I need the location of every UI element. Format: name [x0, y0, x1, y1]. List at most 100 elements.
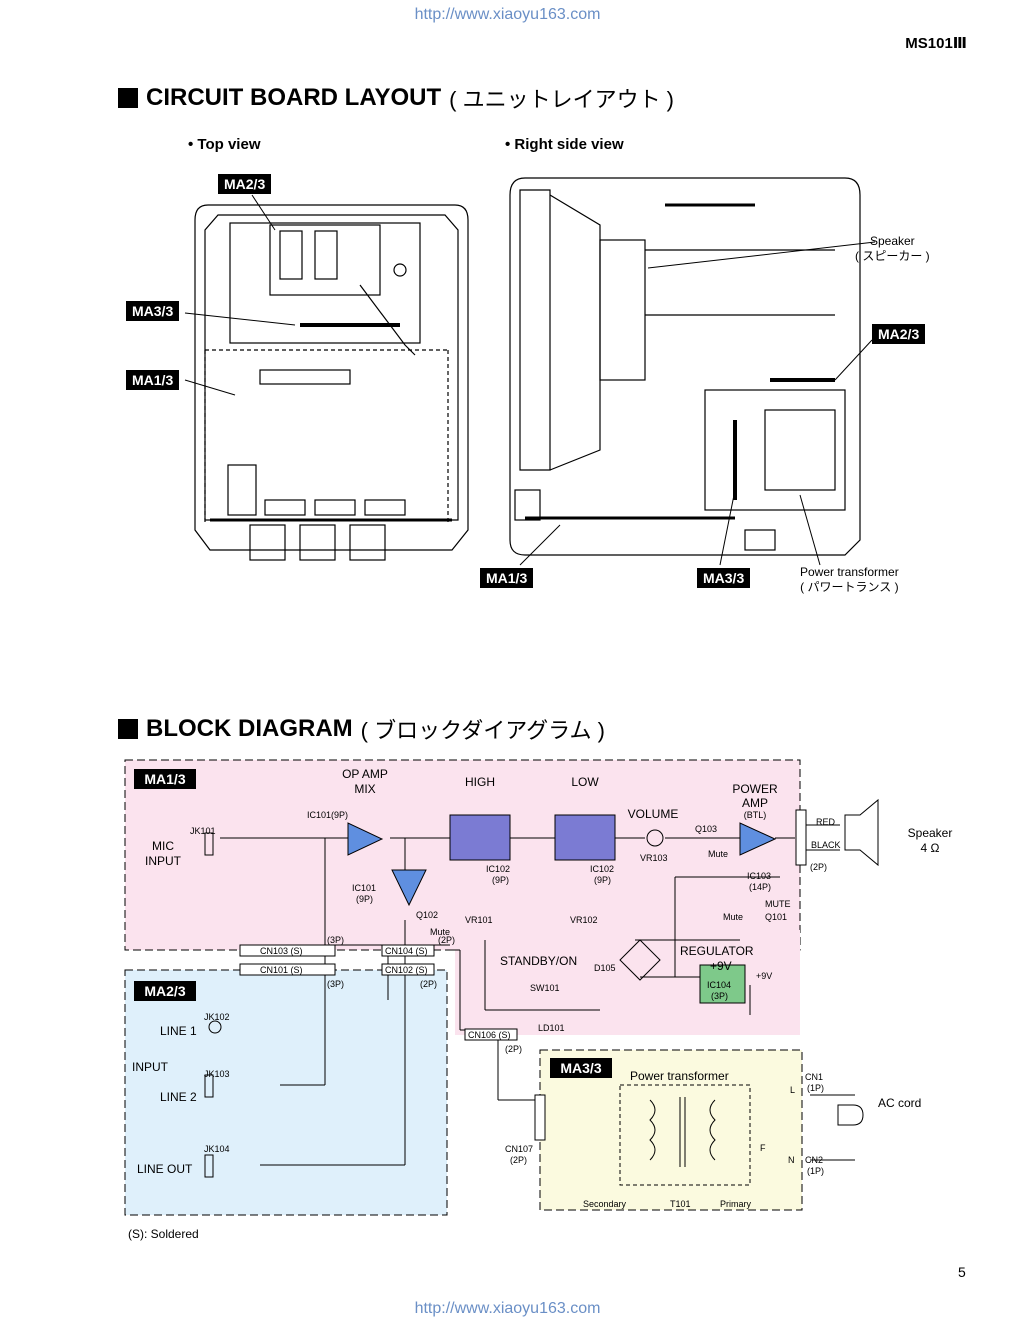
svg-text:LOW: LOW	[571, 775, 599, 789]
svg-text:VOLUME: VOLUME	[628, 807, 679, 821]
svg-text:(1P): (1P)	[807, 1083, 824, 1093]
jk101-jack-icon	[204, 832, 214, 856]
svg-text:(2P): (2P)	[505, 1044, 522, 1054]
svg-text:CN1: CN1	[805, 1072, 823, 1082]
svg-text:CN102 (S): CN102 (S)	[385, 965, 428, 975]
svg-text:VR103: VR103	[640, 853, 668, 863]
svg-text:JK103: JK103	[204, 1069, 230, 1079]
svg-text:Q101: Q101	[765, 912, 787, 922]
svg-text:JK104: JK104	[204, 1144, 230, 1154]
svg-text:VR102: VR102	[570, 915, 598, 925]
title-square-icon	[118, 88, 138, 108]
svg-text:CN104 (S): CN104 (S)	[385, 946, 428, 956]
svg-text:STANDBY/ON: STANDBY/ON	[500, 954, 577, 968]
svg-text:F: F	[760, 1143, 766, 1153]
svg-text:IC102: IC102	[486, 864, 510, 874]
svg-text:IC101(9P): IC101(9P)	[307, 810, 348, 820]
svg-text:(3P): (3P)	[711, 991, 728, 1001]
ac-plug-icon	[837, 1104, 864, 1126]
svg-text:D105: D105	[594, 963, 616, 973]
transformer-callout: Power transformer ( パワートランス )	[800, 565, 899, 594]
svg-text:LD101: LD101	[538, 1023, 565, 1033]
svg-text:Primary: Primary	[720, 1199, 751, 1209]
speaker-icon	[844, 798, 879, 867]
svg-text:SW101: SW101	[530, 983, 560, 993]
svg-text:N: N	[788, 1155, 795, 1165]
block-diagram: MA1/3 MA2/3 MA3/3	[124, 759, 953, 1216]
svg-text:CN2: CN2	[805, 1155, 823, 1165]
block-title-jp: ( ブロックダイアグラム )	[360, 718, 605, 743]
svg-text:RED: RED	[816, 817, 836, 827]
svg-text:(1P): (1P)	[807, 1166, 824, 1176]
top-view-drawing	[194, 204, 469, 561]
svg-text:LINE 1: LINE 1	[160, 1024, 197, 1038]
svg-text:(2P): (2P)	[510, 1155, 527, 1165]
svg-text:POWER: POWER	[732, 782, 778, 796]
svg-text:REGULATOR: REGULATOR	[680, 944, 754, 958]
svg-text:IC101: IC101	[352, 883, 376, 893]
svg-text:INPUT: INPUT	[132, 1060, 169, 1074]
svg-text:Q103: Q103	[695, 824, 717, 834]
svg-text:T101: T101	[670, 1199, 691, 1209]
svg-text:Mute: Mute	[708, 849, 728, 859]
right-tag-ma3: MA3/3	[697, 568, 751, 588]
soldered-note: (S): Soldered	[128, 1227, 199, 1241]
svg-text:HIGH: HIGH	[465, 775, 495, 789]
svg-text:IC102: IC102	[590, 864, 614, 874]
svg-text:CN107: CN107	[505, 1144, 533, 1154]
svg-text:(2P): (2P)	[810, 862, 827, 872]
top-tag-ma3: MA3/3	[126, 301, 180, 321]
svg-text:CN103 (S): CN103 (S)	[260, 946, 303, 956]
model-name: MS101Ⅲ	[905, 35, 967, 52]
power-amp-triangle	[739, 822, 777, 856]
svg-text:Mute: Mute	[723, 912, 743, 922]
page-number: 5	[958, 1264, 966, 1280]
svg-text:VR101: VR101	[465, 915, 493, 925]
right-view-label: • Right side view	[505, 136, 624, 153]
bridge-rectifier-icon	[619, 939, 661, 981]
svg-text:Mute: Mute	[430, 927, 450, 937]
title-square-icon	[118, 719, 138, 739]
svg-text:INPUT: INPUT	[145, 854, 182, 868]
jk102-jack-icon	[208, 1020, 222, 1034]
ma2-board	[124, 969, 448, 1216]
svg-text:(9P): (9P)	[594, 875, 611, 885]
transformer-primary-coil	[709, 1099, 716, 1161]
svg-text:LINE 2: LINE 2	[160, 1090, 197, 1104]
svg-text:(3P): (3P)	[327, 979, 344, 989]
svg-text:MIC: MIC	[152, 839, 174, 853]
svg-text:IC103: IC103	[747, 871, 771, 881]
speaker-callout: Speaker ( スピーカー )	[855, 234, 930, 263]
jk104-jack-icon	[204, 1154, 214, 1178]
svg-text:(BTL): (BTL)	[744, 810, 767, 820]
svg-text:Speaker: Speaker	[908, 826, 953, 840]
ma3-tag: MA3/3	[560, 1060, 601, 1076]
svg-text:IC104: IC104	[707, 980, 731, 990]
ma2-tag: MA2/3	[144, 983, 185, 999]
svg-text:(9P): (9P)	[356, 894, 373, 904]
svg-text:(14P): (14P)	[749, 882, 771, 892]
svg-text:MUTE: MUTE	[765, 899, 791, 909]
op-amp-ic101-triangle	[391, 869, 427, 907]
high-filter-block	[449, 814, 511, 861]
svg-text:(3P): (3P)	[327, 935, 344, 945]
jk103-jack-icon	[204, 1074, 214, 1098]
layout-section-title: CIRCUIT BOARD LAYOUT ( ユニットレイアウト )	[118, 82, 674, 114]
ic104-block	[699, 964, 746, 1004]
svg-text:JK101: JK101	[190, 826, 216, 836]
top-url: http://www.xiaoyu163.com	[414, 6, 601, 23]
layout-title-text: CIRCUIT BOARD LAYOUT	[146, 84, 442, 111]
svg-text:BLACK: BLACK	[811, 840, 841, 850]
svg-text:(9P): (9P)	[492, 875, 509, 885]
svg-text:+9V: +9V	[710, 959, 732, 973]
top-tag-ma1: MA1/3	[126, 370, 180, 390]
top-tag-ma2: MA2/3	[218, 174, 272, 194]
svg-text:(2P): (2P)	[438, 935, 455, 945]
svg-text:Secondary: Secondary	[583, 1199, 627, 1209]
svg-text:+9V: +9V	[756, 971, 772, 981]
right-tag-leaders	[519, 241, 876, 566]
svg-text:MIX: MIX	[354, 782, 375, 796]
volume-knob-icon	[646, 829, 664, 847]
svg-text:L: L	[790, 1085, 795, 1095]
block-title-text: BLOCK DIAGRAM	[146, 715, 353, 742]
